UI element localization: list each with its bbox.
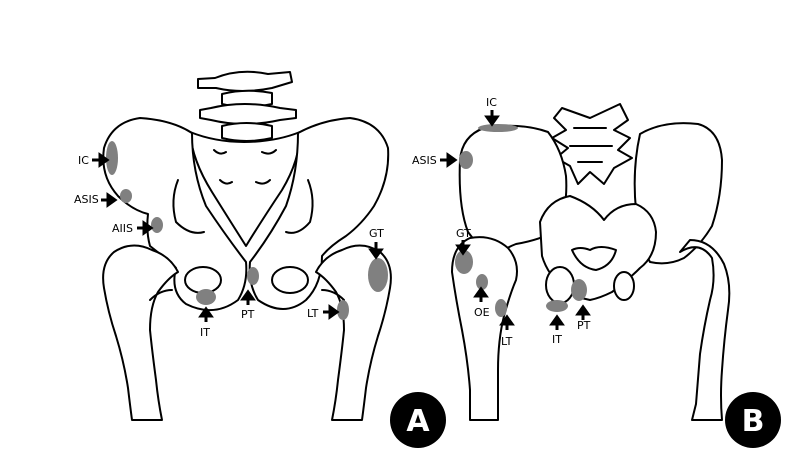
lesion-it [546, 300, 568, 312]
panel-b-label-pt: PT [577, 319, 591, 332]
panel-b-label-ic: IC [486, 96, 497, 109]
lesion-aiis [151, 217, 163, 233]
panel-b-badge: B [725, 392, 781, 448]
lesion-lt [337, 300, 349, 320]
panel-b-label-gt: GT [456, 227, 471, 240]
panel-b-right-femur [679, 239, 731, 421]
panel-a-sacrum [189, 131, 301, 247]
lesion-ic [106, 141, 118, 175]
panel-a-label-asis: ASIS [74, 193, 99, 206]
panel-b-label-it: IT [552, 333, 562, 346]
panel-a-badge-letter: A [406, 404, 430, 439]
lesion-pt [247, 267, 259, 285]
panel-a-lesions [106, 141, 388, 320]
panel-a-badge: A [390, 392, 446, 448]
panel-a-label-lt: LT [307, 307, 319, 320]
panel-a-lumbar-vertebrae [197, 70, 297, 142]
panel-a-right-ilium [248, 117, 390, 310]
lesion-oe [476, 274, 488, 290]
lesion-ic [478, 124, 518, 132]
panel-a-anterior-view: IC ASIS AIIS GT IT PT LT A [74, 70, 446, 448]
lesion-pt [571, 279, 587, 301]
panel-b-lesions [455, 124, 587, 317]
panel-b-arrows [440, 110, 591, 330]
panel-b-label-lt: LT [501, 335, 513, 348]
panel-a-label-gt: GT [369, 227, 384, 240]
panel-a-arrows [92, 152, 384, 322]
panel-a-label-aiis: AIIS [112, 222, 133, 235]
panel-a-left-femur [102, 244, 179, 421]
lesion-it [196, 289, 216, 305]
panel-b-badge-letter: B [742, 404, 765, 439]
panel-a-label-pt: PT [241, 308, 255, 321]
lesion-gt [368, 258, 388, 292]
panel-b-left-femur [451, 236, 518, 421]
lesion-gt [455, 250, 473, 274]
panel-b-lateral-view: IC ASIS GT OE LT IT PT B [412, 96, 781, 448]
panel-a-right-femur [315, 244, 392, 421]
lesion-asis [120, 189, 132, 203]
lesion-asis [459, 151, 473, 169]
panel-b-label-oe: OE [474, 306, 490, 319]
panel-b-label-asis: ASIS [412, 154, 437, 167]
panel-a-label-ic: IC [78, 154, 89, 167]
panel-a-label-it: IT [200, 326, 210, 339]
lesion-lt [495, 299, 507, 317]
